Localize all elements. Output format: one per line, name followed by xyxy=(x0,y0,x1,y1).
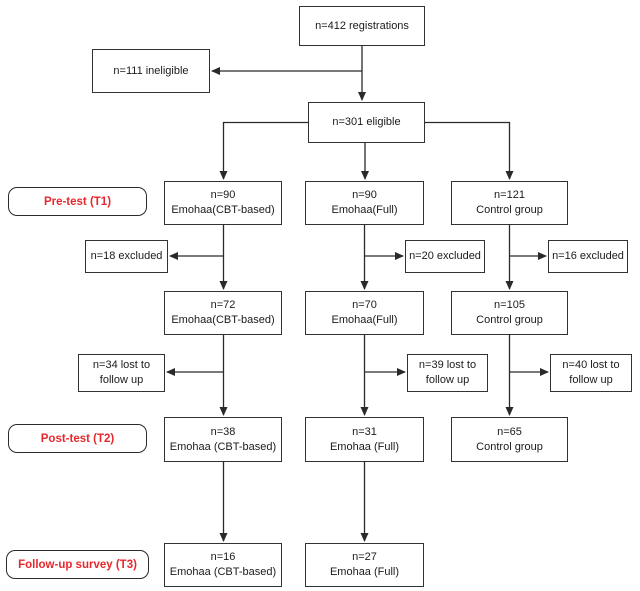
box-count: n=121 xyxy=(494,189,525,202)
box-count: n=90 xyxy=(352,189,377,202)
box-text: follow up xyxy=(99,374,144,386)
box-group: Emohaa(CBT-based) xyxy=(171,204,275,216)
box-text: n=301 eligible xyxy=(332,116,401,129)
box-t1-control: n=121 Control group xyxy=(451,181,568,225)
box-text: n=40 lost to xyxy=(562,359,620,372)
box-t2-emohaa-cbt: n=38 Emohaa (CBT-based) xyxy=(164,417,282,462)
box-excluded-control: n=16 excluded xyxy=(548,240,628,273)
box-text: n=16 excluded xyxy=(552,250,624,263)
box-group: Emohaa (CBT-based) xyxy=(169,566,277,578)
box-count: n=31 xyxy=(352,425,377,438)
box-count: n=16 xyxy=(210,551,236,564)
box-count: n=70 xyxy=(352,299,377,312)
box-postexclusion-emohaa-cbt: n=72 Emohaa(CBT-based) xyxy=(164,291,282,335)
box-count: n=90 xyxy=(210,189,236,202)
box-t1-emohaa-cbt: n=90 Emohaa(CBT-based) xyxy=(164,181,282,225)
box-t3-emohaa-cbt: n=16 Emohaa (CBT-based) xyxy=(164,543,282,587)
box-t3-emohaa-full: n=27 Emohaa (Full) xyxy=(305,543,424,587)
box-text: n=39 lost to xyxy=(418,359,477,372)
box-count: n=105 xyxy=(494,299,525,312)
box-lost-cbt: n=34 lost to follow up xyxy=(78,354,165,392)
box-ineligible: n=111 ineligible xyxy=(92,49,210,93)
box-count: n=65 xyxy=(497,425,522,438)
stage-label-followup-t3: Follow-up survey (T3) xyxy=(6,550,149,579)
box-text: n=18 excluded xyxy=(90,250,163,263)
box-group: Emohaa (Full) xyxy=(329,440,400,453)
box-count: n=38 xyxy=(210,425,236,438)
box-text: n=20 excluded xyxy=(409,250,481,263)
box-lost-full: n=39 lost to follow up xyxy=(407,354,488,392)
box-text: follow up xyxy=(569,374,613,386)
box-text: n=412 registrations xyxy=(315,19,409,32)
box-group: Emohaa(Full) xyxy=(331,204,398,216)
box-text: follow up xyxy=(425,374,470,386)
box-group: Emohaa (Full) xyxy=(329,566,400,578)
box-t2-emohaa-full: n=31 Emohaa (Full) xyxy=(305,417,424,462)
box-excluded-full: n=20 excluded xyxy=(405,240,485,273)
box-group: Control group xyxy=(476,204,543,216)
box-t1-emohaa-full: n=90 Emohaa(Full) xyxy=(305,181,424,225)
box-text: n=34 lost to xyxy=(92,359,151,372)
box-postexclusion-control: n=105 Control group xyxy=(451,291,568,335)
box-registrations: n=412 registrations xyxy=(299,6,425,46)
box-group: Control group xyxy=(476,314,543,326)
box-group: Control group xyxy=(476,440,543,453)
box-postexclusion-emohaa-full: n=70 Emohaa(Full) xyxy=(305,291,424,335)
box-group: Emohaa(Full) xyxy=(331,314,398,326)
box-excluded-cbt: n=18 excluded xyxy=(85,240,168,273)
box-eligible: n=301 eligible xyxy=(308,102,425,143)
box-group: Emohaa(CBT-based) xyxy=(171,314,275,326)
stage-label-posttest-t2: Post-test (T2) xyxy=(8,424,147,453)
box-t2-control: n=65 Control group xyxy=(451,417,568,462)
stage-label-pretest-t1: Pre-test (T1) xyxy=(8,187,147,216)
box-group: Emohaa (CBT-based) xyxy=(169,440,277,453)
box-text: n=111 ineligible xyxy=(113,64,189,77)
box-count: n=27 xyxy=(352,551,377,564)
box-count: n=72 xyxy=(210,299,236,312)
box-lost-control: n=40 lost to follow up xyxy=(550,354,632,392)
